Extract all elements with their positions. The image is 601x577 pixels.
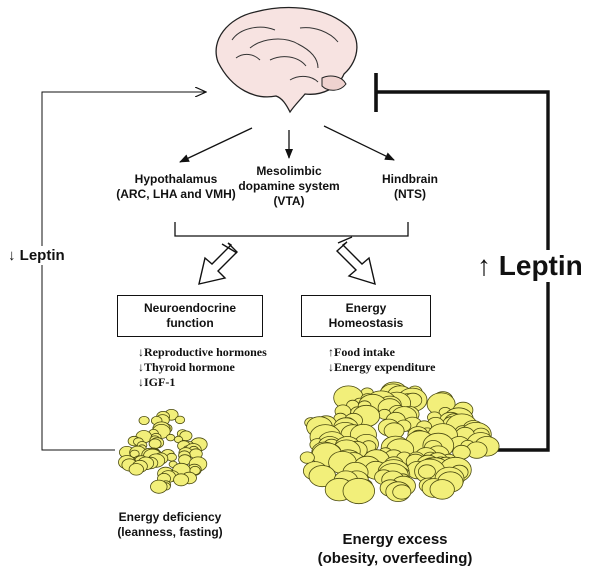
leptin-decrease-loop [41, 92, 206, 451]
fat-cell [148, 438, 162, 449]
small-fat-cluster [118, 408, 208, 494]
fat-cell [392, 484, 412, 500]
neuroendocrine-effects: ↓Reproductive hormones ↓Thyroid hormone … [138, 345, 267, 390]
fat-cell [128, 463, 144, 476]
block-arrow-energy [335, 236, 376, 286]
fat-cell [429, 479, 455, 500]
fat-cell [417, 464, 436, 479]
effect-energy-expenditure: ↓Energy expenditure [328, 360, 436, 374]
arrow-to-hypothalamus [179, 127, 253, 163]
leptin-increase-label: ↑ Leptin [474, 250, 586, 282]
hypothalamus-label: Hypothalamus (ARC, LHA and VMH) [116, 172, 236, 201]
large-fat-cluster [299, 381, 500, 505]
energy-effects: ↑Food intake ↓Energy expenditure [328, 345, 435, 375]
regions-bracket [174, 222, 409, 237]
effect-food-intake: ↑Food intake [328, 345, 396, 359]
arrow-to-hindbrain [323, 125, 395, 161]
effect-thyroid: ↓Thyroid hormone [138, 360, 235, 374]
energy-homeostasis-box: Energy Homeostasis [301, 295, 431, 337]
hindbrain-label: Hindbrain (NTS) [382, 172, 438, 201]
fat-cell [174, 415, 186, 425]
energy-deficiency-caption: Energy deficiency (leanness, fasting) [117, 510, 223, 539]
fat-cell [166, 433, 176, 442]
fat-cell [173, 473, 190, 487]
neuroendocrine-box: Neuroendocrine function [117, 295, 263, 337]
leptin-decrease-label: ↓ Leptin [6, 246, 67, 265]
mesolimbic-label: Mesolimbic dopamine system (VTA) [238, 164, 340, 208]
energy-excess-caption: Energy excess (obesity, overfeeding) [317, 531, 473, 567]
fat-cell [342, 477, 376, 505]
fat-cell [299, 451, 315, 464]
block-arrow-neuroendocrine [198, 242, 238, 285]
effect-reproductive: ↓Reproductive hormones [138, 345, 267, 359]
brain-icon [215, 6, 358, 114]
effect-igf1: ↓IGF-1 [138, 375, 176, 389]
fat-cell [166, 452, 177, 462]
fat-cell [138, 415, 150, 425]
fat-cell [150, 479, 168, 494]
